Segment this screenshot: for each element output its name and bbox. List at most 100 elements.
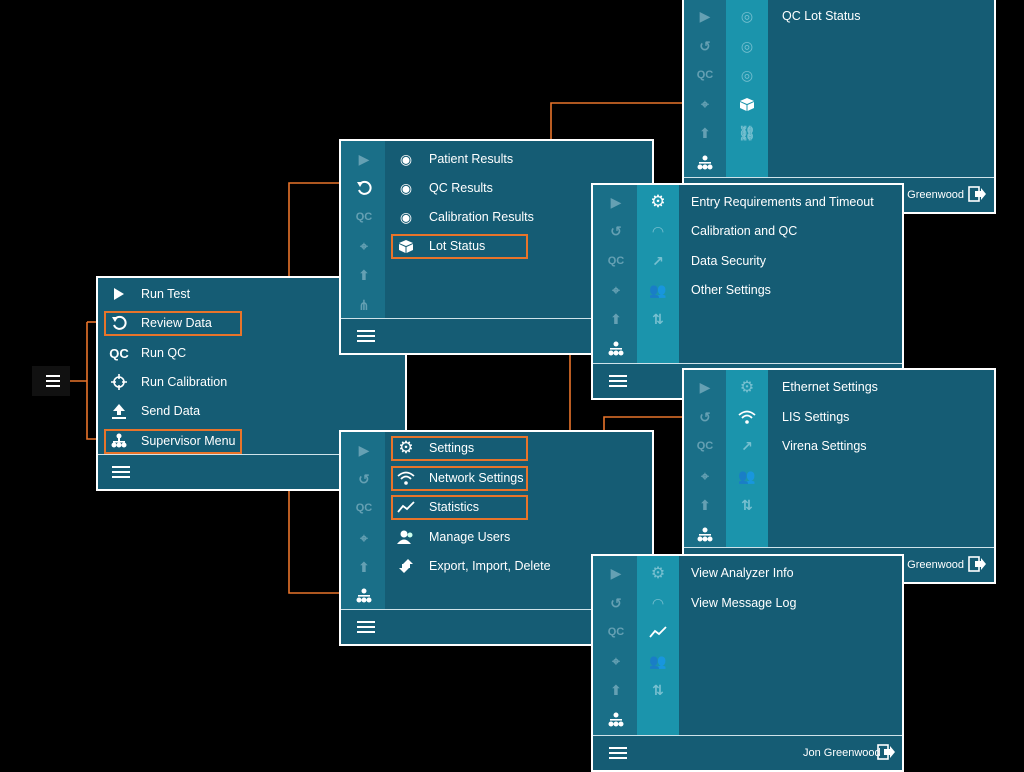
review-icon: ↺ — [358, 470, 370, 487]
users-icon: 👥 — [649, 281, 667, 298]
qc-icon: QC — [607, 626, 625, 638]
menu-item-manage-users[interactable]: Manage Users — [429, 530, 511, 544]
upload-icon: ⬆ — [699, 496, 711, 513]
wifi-icon: ◠ — [652, 594, 664, 611]
menu-item-view-message-log[interactable]: View Message Log — [691, 596, 797, 610]
crosshair-icon: ⌖ — [360, 237, 368, 254]
menu-item-other-settings[interactable]: Other Settings — [691, 283, 771, 297]
export-import-icon: ⇅ — [652, 681, 664, 698]
hierarchy-icon — [104, 431, 134, 451]
menu-item-review-data[interactable]: Review Data — [141, 316, 212, 330]
menu-item-supervisor-menu[interactable]: Supervisor Menu — [141, 434, 236, 448]
hamburger-icon[interactable] — [112, 466, 130, 480]
panel-footer: Jon Greenwood — [593, 735, 902, 770]
review-icon: ↺ — [610, 222, 622, 239]
qc-icon: QC — [607, 255, 625, 267]
hamburger-icon[interactable] — [609, 375, 627, 389]
menu-item-entry-requirements[interactable]: Entry Requirements and Timeout — [691, 195, 874, 209]
crosshair-icon: ⌖ — [612, 281, 620, 298]
upload-icon: ⬆ — [358, 266, 370, 283]
statistics-icon — [391, 497, 421, 517]
crosshair-icon: ⌖ — [701, 95, 709, 112]
lot-box-icon — [732, 94, 762, 114]
qc-results-icon: ◉ — [399, 179, 413, 196]
highlight-review-data — [104, 311, 242, 336]
review-icon: ↺ — [699, 408, 711, 425]
menu-item-patient-results[interactable]: Patient Results — [429, 152, 514, 166]
play-icon: ▶ — [699, 7, 711, 24]
calibration-results-icon: ◎ — [740, 66, 754, 83]
menu-item-run-calibration[interactable]: Run Calibration — [141, 375, 228, 389]
menu-item-data-security[interactable]: Data Security — [691, 254, 767, 268]
menu-item-send-data[interactable]: Send Data — [141, 404, 201, 418]
menu-item-run-test[interactable]: Run Test — [141, 287, 191, 301]
highlight-settings — [391, 436, 528, 461]
menu-item-export-import-delete[interactable]: Export, Import, Delete — [429, 559, 551, 573]
network-settings-panel: ▶ ↺ QC ⌖ ⬆ ⚙ ↗ 👥 ⇅ Ethernet Settings LIS… — [682, 368, 996, 584]
lot-box-icon — [391, 236, 421, 256]
highlight-network-settings — [391, 466, 528, 491]
gear-icon: ⚙ — [398, 438, 414, 457]
gear-icon: ⚙ — [650, 565, 666, 582]
hamburger-button[interactable] — [32, 366, 70, 396]
statistics-panel: ▶ ↺ QC ⌖ ⬆ ⚙ ◠ 👥 ⇅ View Analyzer Info Vi… — [591, 554, 904, 772]
hierarchy-icon — [690, 525, 720, 545]
user-name: n Greenwood — [898, 559, 965, 571]
users-icon: 👥 — [738, 467, 756, 484]
play-icon: ▶ — [699, 378, 711, 395]
wifi-icon — [732, 407, 762, 427]
qc-icon: QC — [696, 440, 714, 452]
users-icon — [391, 527, 421, 547]
hierarchy-icon: ⋔ — [358, 296, 370, 313]
qc-icon: QC — [355, 502, 373, 514]
upload-icon — [104, 401, 134, 421]
gear-icon: ⚙ — [739, 379, 755, 396]
calibration-results-icon: ◉ — [399, 208, 413, 225]
menu-item-lot-status[interactable]: Lot Status — [429, 239, 486, 253]
qc-lot-status-panel: ▶ ↺ QC ⌖ ⬆ ◎ ◎ ◎ ⛓ QC Lot Status n Green… — [682, 0, 996, 214]
hamburger-icon[interactable] — [357, 621, 375, 635]
highlight-statistics — [391, 495, 528, 520]
hamburger-icon — [46, 375, 60, 389]
highlight-supervisor-menu — [104, 429, 242, 454]
users-icon: 👥 — [649, 652, 667, 669]
play-icon: ▶ — [610, 564, 622, 581]
review-icon — [349, 178, 379, 198]
crosshair-icon: ⌖ — [612, 652, 620, 669]
menu-item-settings[interactable]: Settings — [429, 441, 475, 455]
menu-item-calibration-and-qc[interactable]: Calibration and QC — [691, 224, 798, 238]
qc-results-icon: ◎ — [740, 37, 754, 54]
menu-item-virena-settings[interactable]: Virena Settings — [782, 439, 867, 453]
logout-icon[interactable] — [968, 186, 986, 202]
export-import-icon — [391, 556, 421, 576]
patient-results-icon: ◉ — [399, 150, 413, 167]
upload-icon: ⬆ — [610, 681, 622, 698]
logout-icon[interactable] — [968, 556, 986, 572]
logout-icon[interactable] — [877, 744, 895, 760]
hierarchy-icon — [601, 339, 631, 359]
menu-item-view-analyzer-info[interactable]: View Analyzer Info — [691, 566, 794, 580]
menu-item-lis-settings[interactable]: LIS Settings — [782, 410, 850, 424]
review-icon — [104, 313, 134, 333]
export-import-icon: ⇅ — [652, 310, 664, 327]
hamburger-icon[interactable] — [357, 330, 375, 344]
review-icon: ↺ — [699, 37, 711, 54]
hamburger-icon[interactable] — [609, 747, 627, 761]
upload-icon: ⬆ — [358, 558, 370, 575]
menu-item-qc-results[interactable]: QC Results — [429, 181, 493, 195]
menu-item-run-qc[interactable]: Run QC — [141, 346, 187, 360]
crosshair-icon — [104, 372, 134, 392]
wifi-icon — [391, 468, 421, 488]
menu-item-statistics[interactable]: Statistics — [429, 500, 480, 514]
menu-item-calibration-results[interactable]: Calibration Results — [429, 210, 534, 224]
statistics-icon: ↗ — [652, 252, 664, 269]
menu-item-ethernet-settings[interactable]: Ethernet Settings — [782, 380, 878, 394]
export-import-icon: ⇅ — [741, 496, 753, 513]
menu-item-qc-lot-status[interactable]: QC Lot Status — [782, 9, 861, 23]
menu-item-network-settings[interactable]: Network Settings — [429, 471, 524, 485]
gear-icon: ⚙ — [650, 192, 666, 211]
play-icon: ▶ — [358, 441, 370, 458]
wifi-icon: ◠ — [652, 222, 664, 239]
hierarchy-icon — [349, 586, 379, 606]
user-name: Jon Greenwood — [803, 747, 881, 759]
